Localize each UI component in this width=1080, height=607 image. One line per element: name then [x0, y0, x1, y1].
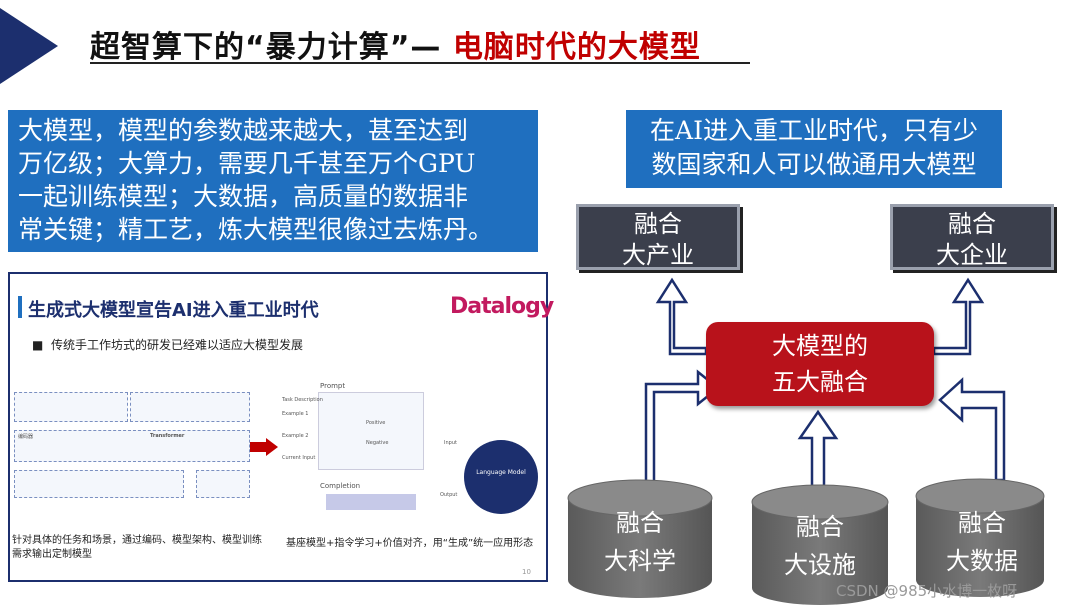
box-line: 大产业 — [622, 241, 694, 269]
arrow-to-industry-icon — [655, 277, 708, 356]
slide-title-bar — [18, 296, 22, 318]
cylinder-science-label: 融合 大科学 — [570, 504, 710, 580]
center-line: 五大融合 — [772, 368, 868, 396]
slide-caption-right: 基座模型+指令学习+价值对齐，用“生成”统一应用形态 — [286, 538, 534, 549]
title-highlight: 电脑时代的大模型 — [441, 30, 701, 65]
cylinder-data-label: 融合 大数据 — [912, 504, 1052, 580]
mini-task-desc: Task Description — [282, 397, 323, 403]
center-five-fusions: 大模型的 五大融合 — [706, 322, 934, 406]
title-underline — [90, 62, 750, 64]
cylinder-data — [915, 478, 1045, 597]
mini-transformer-label: Transformer — [150, 433, 185, 439]
description-line: 一起训练模型；大数据，高质量的数据非 — [18, 182, 469, 211]
mini-input-label: Input — [444, 440, 457, 446]
cyl-line: 大科学 — [604, 547, 676, 575]
mini-example-2: Example 2 — [282, 433, 309, 439]
description-line: 万亿级；大算力，需要几千甚至万个GPU — [18, 149, 476, 178]
mini-arrow-icon — [250, 438, 278, 456]
slide-page-number: 10 — [522, 568, 531, 576]
slide-caption-left: 针对具体的任务和场景，通过编码、模型架构、模型训练需求输出定制模型 — [12, 535, 262, 560]
arrow-from-facility-icon — [797, 409, 839, 488]
cylinder-science — [567, 479, 713, 598]
mini-completion-label: Completion — [320, 482, 361, 490]
cyl-line: 大数据 — [946, 547, 1018, 575]
slide-bullet: ■ 传统手工作坊式的研发已经难以适应大模型发展 — [32, 338, 303, 352]
center-line: 大模型的 — [772, 332, 868, 360]
arrow-from-data-icon — [938, 377, 1006, 482]
arrow-to-enterprise-icon — [932, 277, 985, 356]
mini-completion-box — [326, 494, 416, 510]
mini-output-label: Output — [440, 492, 458, 498]
box-line: 大企业 — [936, 241, 1008, 269]
title-left-text: 超智算下的“暴力计算”— — [90, 30, 442, 65]
datalogy-logo: Datalogy — [450, 294, 554, 319]
era-note-box: 在AI进入重工业时代，只有少 数国家和人可以做通用大模型 — [626, 110, 1002, 188]
slide-bullet-text: 传统手工作坊式的研发已经难以适应大模型发展 — [50, 338, 303, 352]
diagram-arrows — [644, 277, 1006, 492]
cylinder-facility-label: 融合 大设施 — [750, 508, 890, 584]
mini-positive: Positive — [366, 420, 386, 426]
era-line: 数国家和人可以做通用大模型 — [651, 150, 977, 179]
box-big-industry: 融合 大产业 — [576, 204, 740, 270]
box-line: 融合 — [948, 210, 996, 238]
description-line: 常关键；精工艺，炼大模型很像过去炼丹。 — [18, 215, 494, 244]
cyl-line: 大设施 — [784, 551, 856, 579]
mini-negative: Negative — [366, 440, 389, 446]
slide-thumbnail — [8, 272, 548, 582]
cyl-line: 融合 — [958, 509, 1006, 537]
description-box: 大模型，模型的参数越来越大，甚至达到 万亿级；大算力，需要几千甚至万个GPU 一… — [8, 110, 538, 252]
mini-encoder-block — [14, 430, 250, 462]
mini-block — [196, 470, 250, 498]
mini-prompt-box — [318, 392, 424, 470]
cylinder-facility — [751, 484, 889, 605]
page-title: 超智算下的“暴力计算”— 电脑时代的大模型 — [90, 22, 701, 66]
cyl-line: 融合 — [616, 509, 664, 537]
mini-block — [14, 470, 184, 498]
box-big-enterprise: 融合 大企业 — [890, 204, 1054, 270]
mini-model-circle — [464, 440, 538, 514]
cylinders — [567, 478, 1045, 605]
mini-example-1: Example 1 — [282, 411, 309, 417]
mini-encoder-label: 编码器 — [18, 434, 34, 440]
mini-block — [14, 392, 128, 422]
cyl-line: 融合 — [796, 513, 844, 541]
watermark: CSDN @985小水博一枚呀 — [836, 582, 1018, 600]
box-line: 融合 — [634, 210, 682, 238]
era-line: 在AI进入重工业时代，只有少 — [650, 116, 978, 145]
mini-block — [130, 392, 250, 422]
mini-current-input: Current Input — [282, 455, 316, 461]
mini-prompt-label: Prompt — [320, 382, 346, 390]
header-arrow-icon — [0, 8, 58, 84]
slide-title: 生成式大模型宣告AI进入重工业时代 — [28, 300, 319, 321]
mini-model-label: Language Model — [476, 469, 526, 476]
description-line: 大模型，模型的参数越来越大，甚至达到 — [18, 116, 469, 145]
